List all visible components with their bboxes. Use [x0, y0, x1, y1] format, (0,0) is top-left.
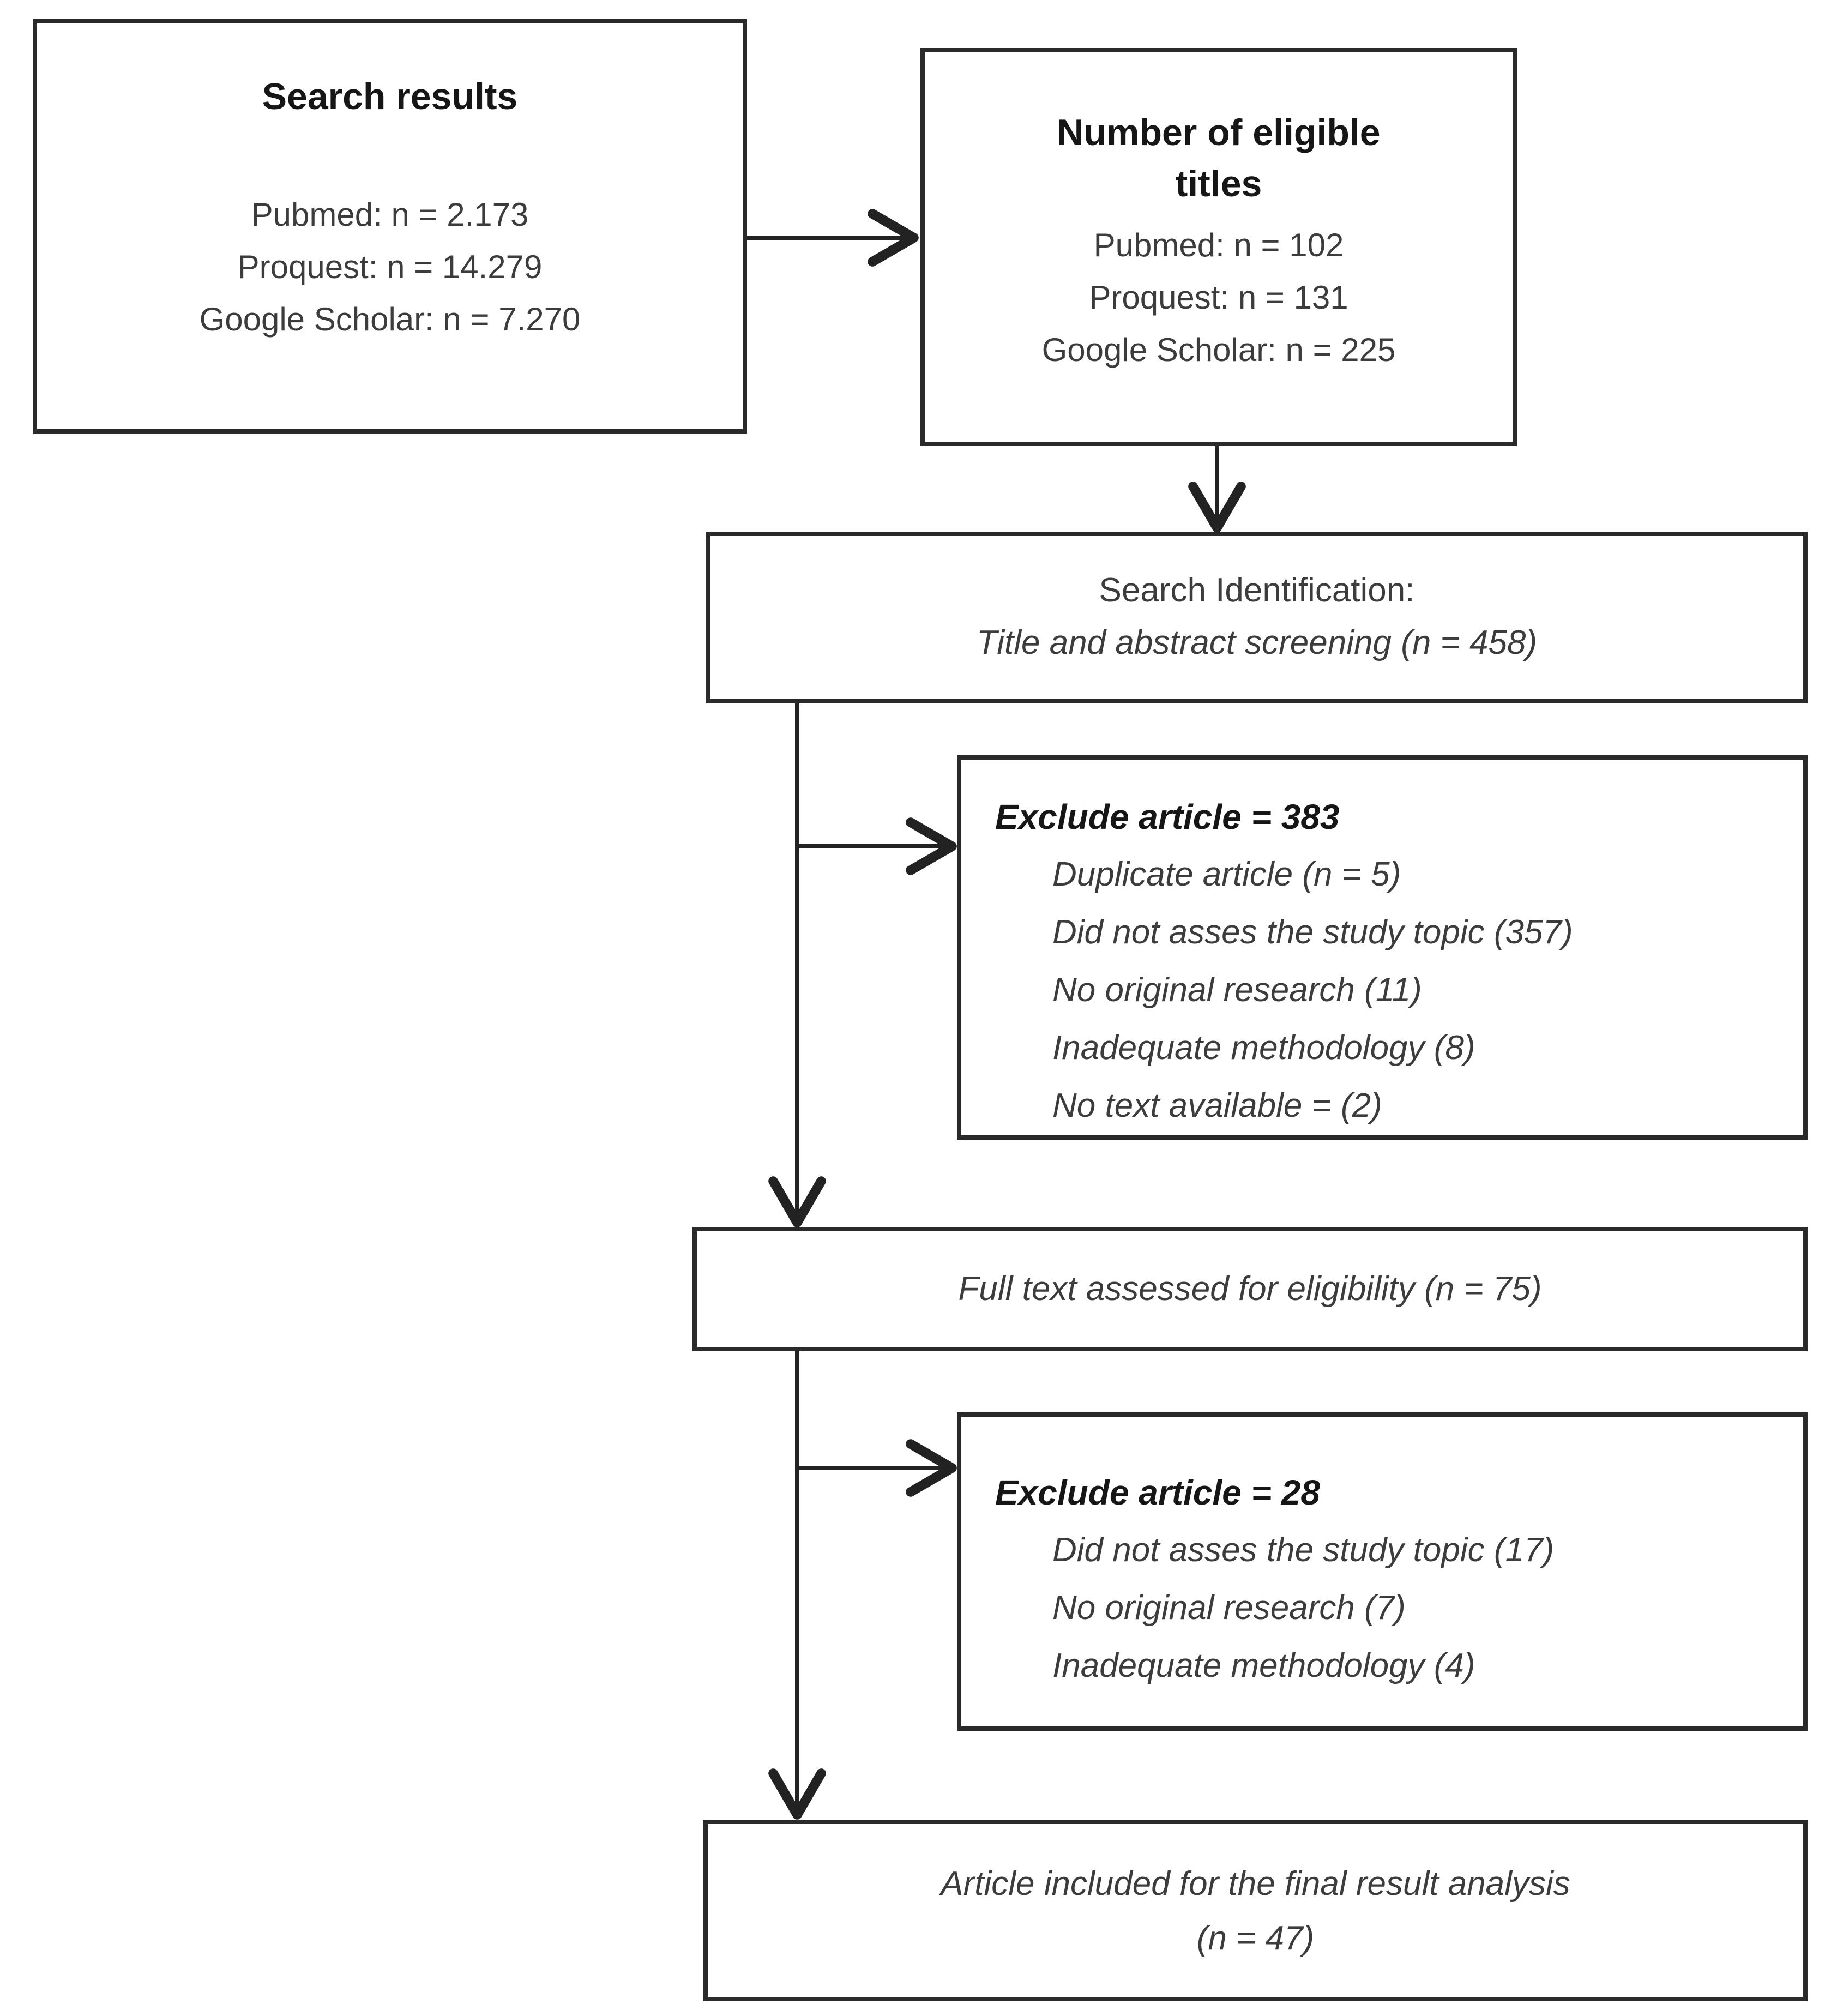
exclude-28-heading: Exclude article = 28 [995, 1473, 1320, 1512]
exclude-28-item: Inadequate methodology (4) [1052, 1647, 1475, 1684]
eligible-titles-box: Number of eligible titles Pubmed: n = 10… [920, 48, 1517, 446]
search-results-google-scholar: Google Scholar: n = 7.270 [199, 301, 581, 338]
exclude-383-heading: Exclude article = 383 [995, 797, 1340, 837]
exclude-383-item: Did not asses the study topic (357) [1052, 913, 1573, 951]
full-text-assessed-label: Full text assessed for eligibility (n = … [958, 1270, 1542, 1308]
eligible-titles-pubmed: Pubmed: n = 102 [1093, 227, 1344, 263]
exclude-383-item: Duplicate article (n = 5) [1052, 856, 1401, 893]
search-results-title: Search results [262, 76, 518, 117]
included-articles-label: Article included for the final result an… [941, 1865, 1570, 1903]
search-results-pubmed: Pubmed: n = 2.173 [251, 196, 529, 233]
eligible-titles-title-line1: Number of eligible [1057, 112, 1381, 153]
exclude-article-383-box: Exclude article = 383 Duplicate article … [957, 755, 1808, 1140]
exclude-383-item: No text available = (2) [1052, 1087, 1382, 1124]
eligible-titles-title-line2: titles [1175, 163, 1262, 204]
included-articles-count: (n = 47) [1196, 1919, 1315, 1957]
eligible-titles-google-scholar: Google Scholar: n = 225 [1041, 332, 1396, 368]
exclude-28-item: Did not asses the study topic (17) [1052, 1531, 1555, 1569]
exclude-28-item: No original research (7) [1052, 1589, 1406, 1627]
search-results-proquest: Proquest: n = 14.279 [237, 249, 543, 285]
search-identification-box: Search Identification: Title and abstrac… [706, 532, 1808, 703]
included-articles-box: Article included for the final result an… [703, 1820, 1808, 2001]
search-results-box: Search results Pubmed: n = 2.173 Proques… [33, 19, 747, 434]
title-abstract-screening-label: Title and abstract screening (n = 458) [976, 624, 1538, 661]
eligible-titles-proquest: Proquest: n = 131 [1089, 279, 1348, 316]
exclude-383-item: No original research (11) [1052, 971, 1422, 1009]
full-text-assessed-box: Full text assessed for eligibility (n = … [692, 1227, 1808, 1351]
exclude-article-28-box: Exclude article = 28 Did not asses the s… [957, 1412, 1808, 1731]
search-identification-label: Search Identification: [1099, 571, 1415, 609]
exclude-383-item: Inadequate methodology (8) [1052, 1029, 1475, 1067]
